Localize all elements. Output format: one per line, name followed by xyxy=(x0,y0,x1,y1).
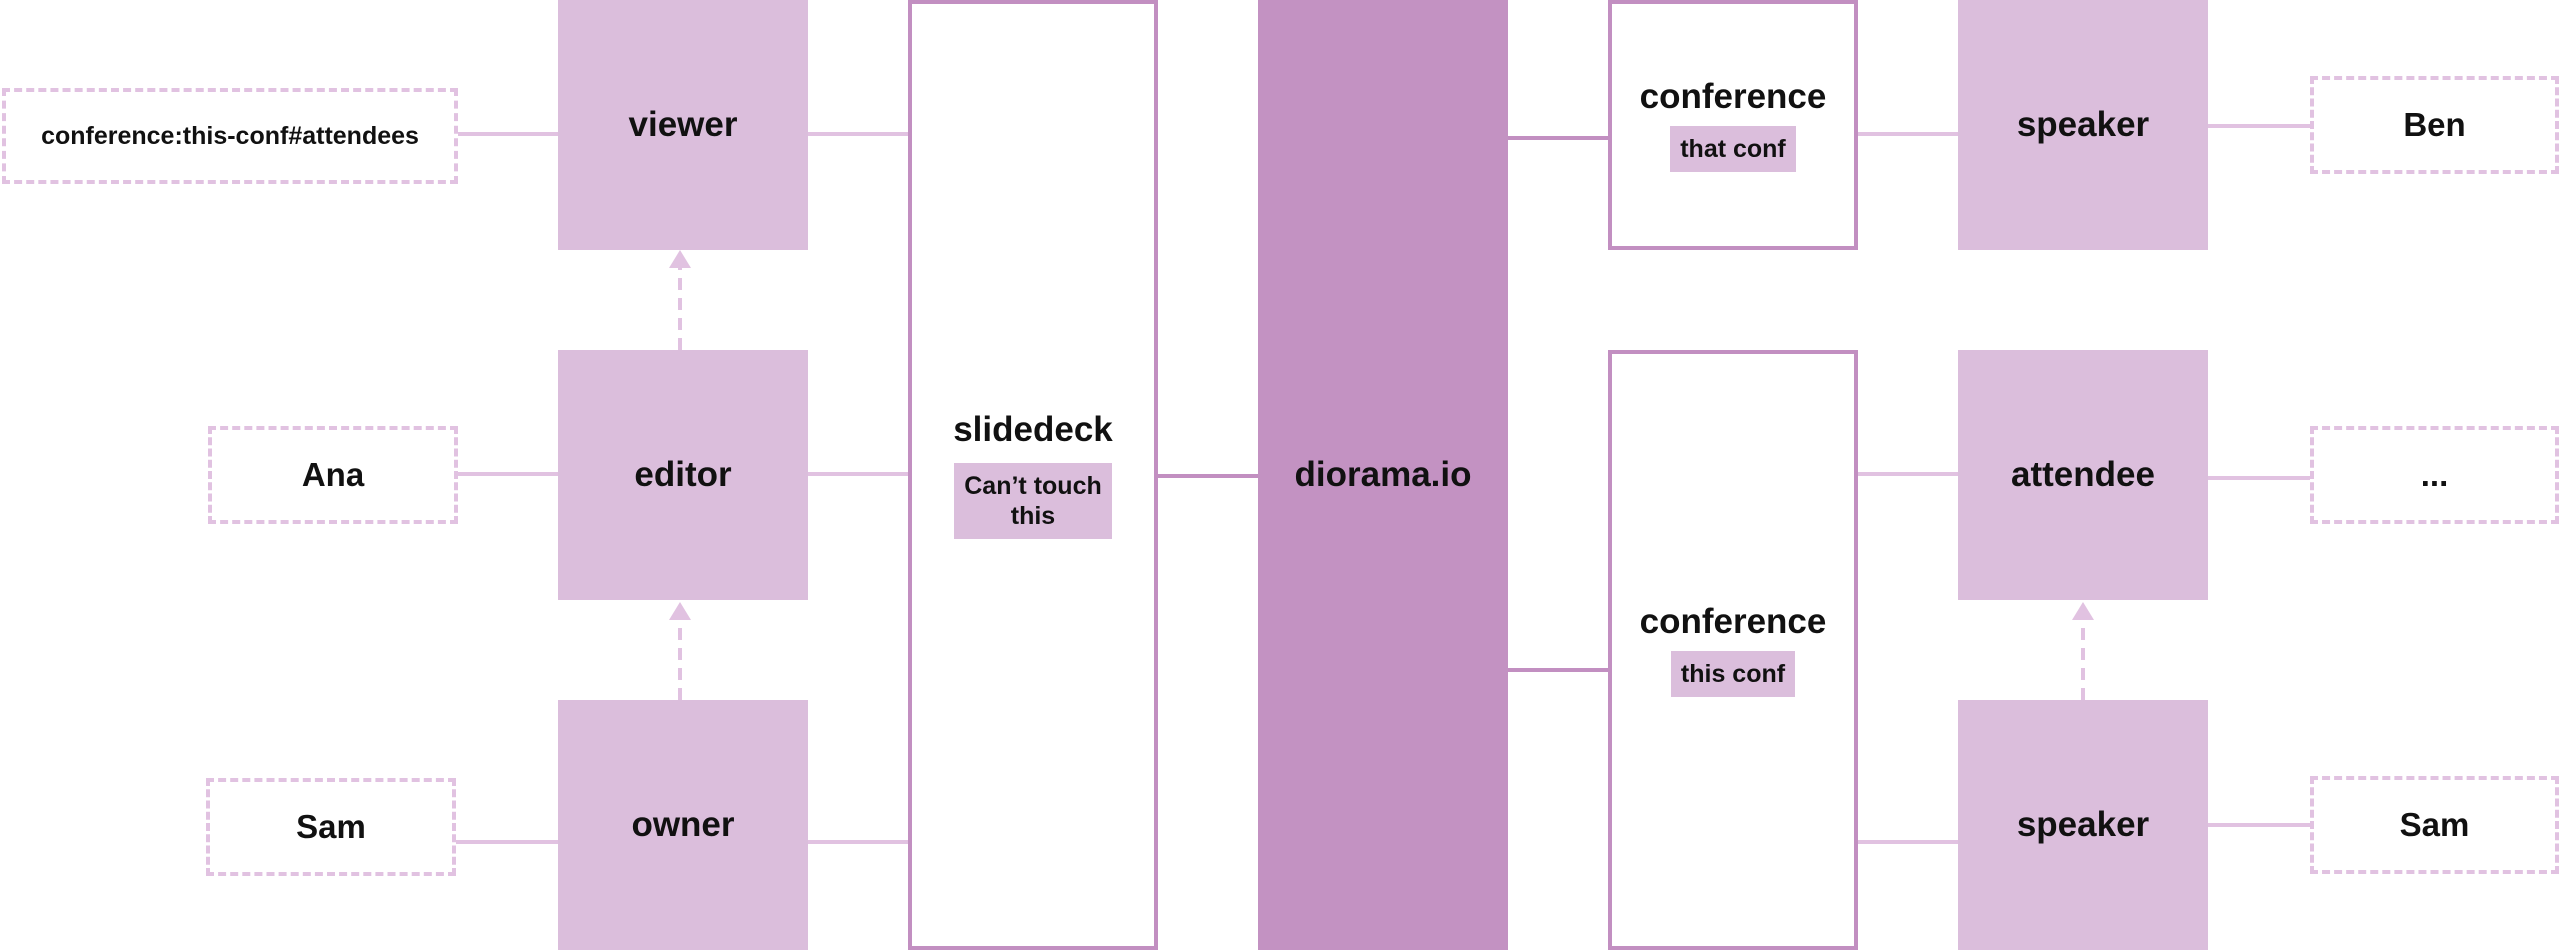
role-owner-node: owner xyxy=(558,700,808,950)
subject-viewer-node: conference:this-conf#attendees xyxy=(2,88,458,184)
role-speaker-bottom-label: speaker xyxy=(2016,804,2150,844)
center-node: diorama.io xyxy=(1258,0,1508,950)
role-speaker-bottom-node: speaker xyxy=(1958,700,2208,950)
center-label: diorama.io xyxy=(1294,454,1472,494)
subject-owner-node: Sam xyxy=(206,778,456,876)
conference-bottom-label: conference xyxy=(1639,601,1827,641)
conference-top-tag: that conf xyxy=(1670,126,1796,173)
slidedeck-tag: Can’t touch this xyxy=(954,463,1112,540)
role-speaker-top-node: speaker xyxy=(1958,0,2208,250)
conference-bottom-node: conference this conf xyxy=(1608,350,1858,950)
role-owner-label: owner xyxy=(631,804,735,844)
subject-attendee-label: ... xyxy=(2420,456,2449,493)
subject-speaker-bottom-node: Sam xyxy=(2310,776,2559,874)
arrowhead-viewer xyxy=(669,250,691,268)
role-viewer-node: viewer xyxy=(558,0,808,250)
slidedeck-label: slidedeck xyxy=(953,409,1113,449)
role-editor-label: editor xyxy=(634,454,732,494)
role-attendee-label: attendee xyxy=(2011,454,2155,494)
subject-speaker-bottom-label: Sam xyxy=(2399,806,2470,843)
subject-viewer-label: conference:this-conf#attendees xyxy=(41,121,419,150)
role-attendee-node: attendee xyxy=(1958,350,2208,600)
subject-attendee-node: ... xyxy=(2310,426,2559,524)
conference-top-node: conference that conf xyxy=(1608,0,1858,250)
slidedeck-node: slidedeck Can’t touch this xyxy=(908,0,1158,950)
subject-owner-label: Sam xyxy=(296,808,366,845)
role-viewer-label: viewer xyxy=(628,104,738,144)
subject-editor-node: Ana xyxy=(208,426,458,524)
arrowhead-editor xyxy=(669,602,691,620)
arrowhead-attendee xyxy=(2072,602,2094,620)
conference-bottom-tag: this conf xyxy=(1670,651,1796,698)
subject-speaker-top-label: Ben xyxy=(2403,106,2466,143)
subject-speaker-top-node: Ben xyxy=(2310,76,2559,174)
conference-top-label: conference xyxy=(1639,76,1827,116)
role-editor-node: editor xyxy=(558,350,808,600)
subject-editor-label: Ana xyxy=(301,456,365,493)
role-speaker-top-label: speaker xyxy=(2016,104,2150,144)
